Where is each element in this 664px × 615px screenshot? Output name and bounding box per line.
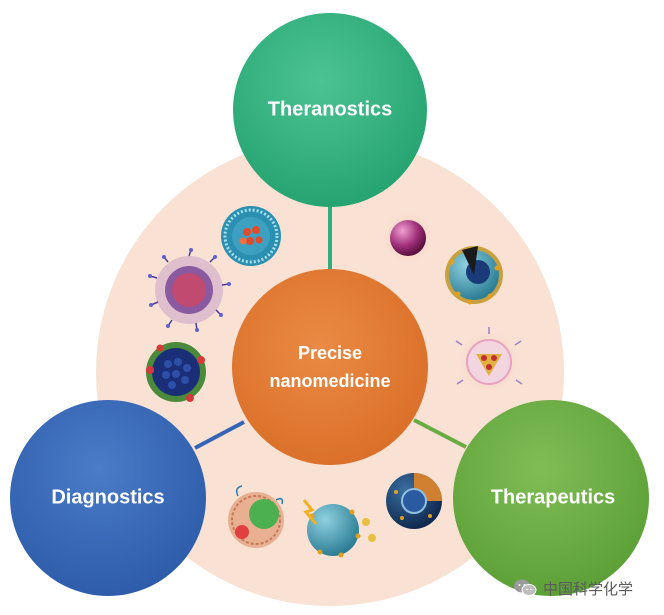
wechat-icon — [514, 579, 537, 596]
center-node — [232, 269, 428, 465]
center-label-line1: Precise — [297, 343, 363, 363]
connector-left — [194, 420, 245, 450]
vesicle-nanoparticle — [453, 326, 525, 398]
diagnostics-node — [10, 400, 206, 596]
therapeutics-node — [453, 400, 649, 596]
capsule-nanoparticle — [228, 485, 284, 548]
drug-loaded-nanoparticle — [302, 499, 376, 558]
theranostics-node — [233, 13, 427, 207]
core-shell-nanoparticle — [445, 246, 503, 305]
framework-nanoparticle — [146, 342, 206, 402]
theranostics-label: Theranostics — [267, 98, 393, 121]
sphere-nanoparticle — [378, 208, 438, 268]
micelle-nanoparticle — [148, 248, 231, 332]
center-label: Precise nanomedicine — [269, 339, 390, 395]
watermark: 中国科学化学 — [513, 576, 663, 600]
diagnostics-label: Diagnostics — [51, 486, 165, 509]
watermark-text: 中国科学化学 — [543, 579, 634, 598]
connector-right — [413, 418, 467, 449]
liposome-nanoparticle — [221, 206, 281, 266]
layered-nanoparticle — [386, 473, 442, 529]
center-label-line2: nanomedicine — [269, 371, 391, 391]
therapeutics-label: Therapeutics — [490, 486, 616, 509]
